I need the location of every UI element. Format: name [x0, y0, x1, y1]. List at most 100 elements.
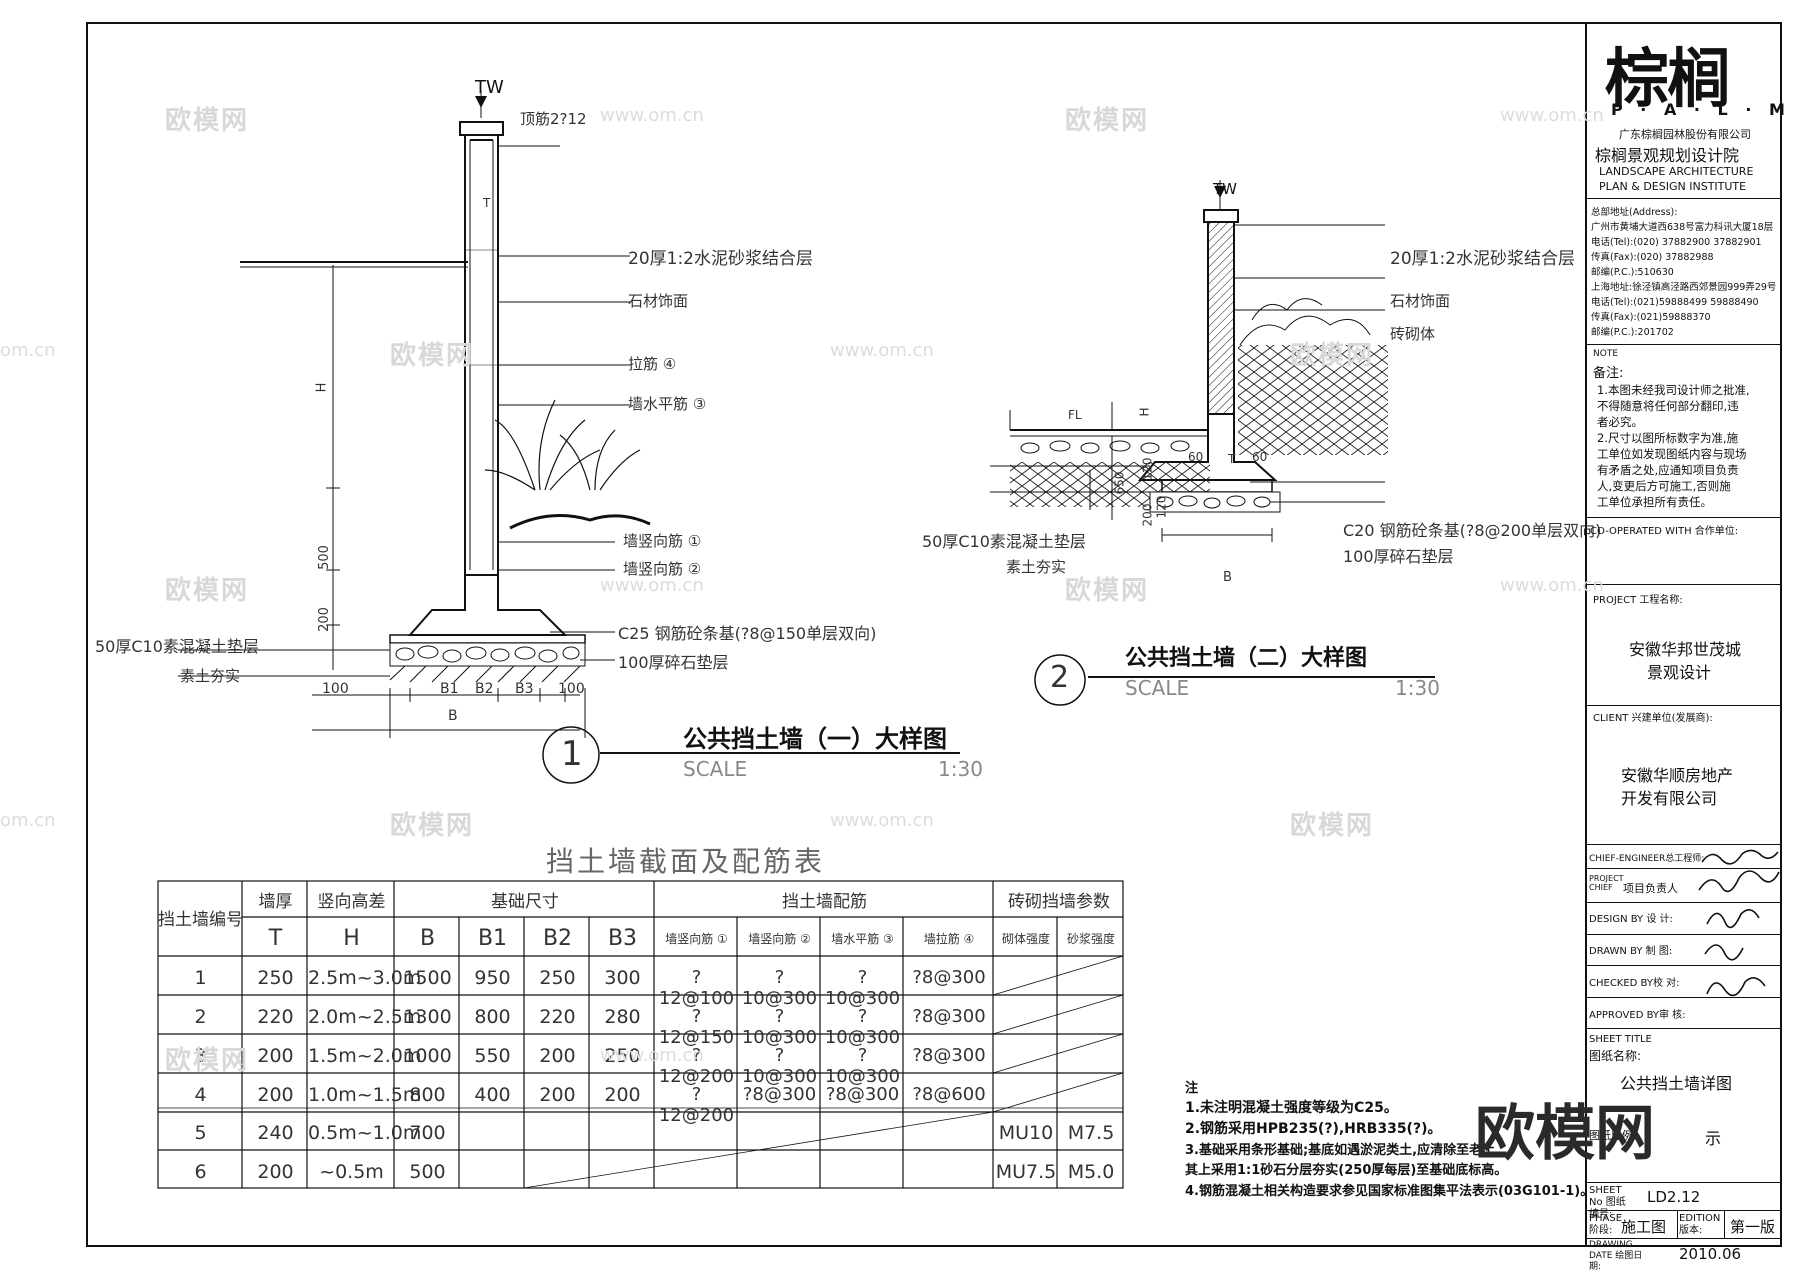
gravel-layer — [389, 642, 586, 667]
callout-gravel: 100厚碎石垫层 — [618, 653, 729, 672]
th-hbar: 墙水平筋 ③ — [831, 932, 894, 946]
dim-200: 200 — [316, 607, 332, 632]
detail-1-number: 1 — [561, 734, 583, 774]
th-b3: B3 — [607, 926, 638, 951]
title-block-note-line: 工单位如发现图纸内容与现场 — [1597, 447, 1747, 461]
callout2-gravel: 100厚碎石垫层 — [1343, 547, 1454, 566]
table-cell: MU10 — [998, 1122, 1054, 1144]
th-wall-id: 挡土墙编号 — [158, 910, 243, 930]
drawing-date: 2010.06 — [1679, 1245, 1742, 1263]
title-block-note-line: 人,变更后方可施工,否则施 — [1597, 479, 1731, 493]
table-cell: 280 — [604, 1006, 641, 1028]
table-cell: 550 — [474, 1045, 511, 1067]
wall-cap-2 — [1203, 209, 1239, 223]
address-line: 邮编(P.C.):201702 — [1591, 327, 1674, 338]
drawing-frame — [86, 22, 1782, 1247]
wall-cap — [459, 121, 504, 136]
brick-wall — [1207, 221, 1235, 415]
table-cell: 4 — [194, 1084, 207, 1106]
address-line: 邮编(P.C.):510630 — [1591, 267, 1674, 278]
label-c10-bed: 50厚C10素混凝土垫层 — [95, 637, 259, 656]
palm-logo: 棕榈 — [1605, 43, 1731, 117]
sheet-no: LD2.12 — [1647, 1188, 1701, 1206]
checked-by-label: CHECKED BY校 对: — [1589, 978, 1680, 989]
table-cell: 0.5m~1.0m — [308, 1122, 422, 1144]
table-cell: 2.0m~2.5m — [308, 1006, 422, 1028]
table-cell: 200 — [257, 1084, 294, 1106]
detail-1-bubble — [542, 726, 600, 784]
th-vbar-1: 墙竖向筋 ① — [665, 932, 728, 946]
callout-tie-bar: 拉筋 ④ — [628, 355, 677, 373]
table-cell: 220 — [257, 1006, 294, 1028]
design-by-label: DESIGN BY 设 计: — [1589, 914, 1673, 925]
note-4: 4.钢筋混凝土相关构造要求参见国家标准图集平法表示(03G101-1)。 — [1185, 1184, 1594, 1199]
address-line: 上海地址:徐泾镇高泾路西郊景园999弄29号 — [1591, 282, 1777, 293]
table-cell: 1500 — [403, 967, 452, 989]
table-cell: 950 — [474, 967, 511, 989]
dim2-60-left: 60 — [1188, 450, 1204, 464]
table-cell: 250 — [539, 967, 576, 989]
project-chief-en: PROJECT CHIEF — [1589, 874, 1624, 892]
table-cell: 200 — [257, 1045, 294, 1067]
th-b1: B1 — [477, 926, 508, 951]
table-cell: ?8@300 — [912, 967, 986, 988]
detail-2-tw-label: TW — [1213, 180, 1237, 198]
dim2-200: 200 — [1140, 503, 1155, 527]
phase-label: PHASE 阶段: — [1589, 1213, 1623, 1236]
institute-en-1: LANDSCAPE ARCHITECTURE — [1599, 165, 1754, 178]
detail-1-scale: 1:30 — [938, 757, 983, 781]
palm-logo-sub: P · A · L · M — [1611, 100, 1791, 119]
detail-1-tw-label: TW — [475, 77, 504, 98]
note-title: 备注: — [1593, 366, 1624, 381]
table-cell: 240 — [257, 1122, 294, 1144]
table-cell: 200 — [257, 1161, 294, 1183]
title-block-note-line: 2.尺寸以图所标数字为准,施 — [1597, 431, 1739, 445]
note-1: 1.未注明混凝土强度等级为C25。 — [1185, 1100, 1398, 1116]
signatures — [1698, 849, 1780, 997]
table-cell: 1300 — [403, 1006, 452, 1028]
th-b: B — [419, 926, 436, 951]
watermark-url: om.cn — [0, 340, 56, 361]
table-cell: ?10@300 — [824, 967, 901, 1009]
dim-500: 500 — [316, 545, 332, 570]
table-title: 挡土墙截面及配筋表 — [546, 845, 826, 878]
table-cell: 200 — [604, 1084, 641, 1106]
callout-vertical-bar-2: 墙竖向筋 ② — [623, 560, 702, 578]
dim2-120b: 120 — [1154, 495, 1169, 519]
watermark-url: om.cn — [0, 810, 56, 831]
table-cell: 2.5m~3.0m — [308, 967, 422, 989]
edition-label: EDITION 版本: — [1679, 1213, 1721, 1236]
note-3b: 其上采用1:1砂石分层夯实(250厚每层)至基础底标高。 — [1185, 1163, 1508, 1178]
footing-2 — [1137, 413, 1278, 481]
detail-2-scale: 1:30 — [1395, 676, 1440, 700]
gravel-layer-2 — [1149, 491, 1281, 513]
label2-compacted-soil: 素土夯实 — [1006, 558, 1067, 576]
callout2-footing: C20 钢筋砼条基(?8@200单层双向) — [1343, 521, 1602, 540]
table-cell: 1.5m~2.0m — [308, 1045, 422, 1067]
address-line: 电话(Tel):(020) 37882900 37882901 — [1591, 237, 1762, 248]
table-cell: 2 — [194, 1006, 207, 1028]
note-3: 3.基础采用条形基础;基底如遇淤泥类土,应清除至老土, — [1185, 1143, 1501, 1158]
title-block: 棕榈 P · A · L · M 广东棕榈园林股份有限公司 棕榈景观规划设计院 … — [1585, 22, 1785, 1272]
institute-en-2: PLAN & DESIGN INSTITUTE — [1599, 180, 1747, 193]
shrub-symbol — [1239, 298, 1371, 346]
title-block-note-line: 不得随意将任何部分翻印,违 — [1597, 399, 1739, 413]
client-name-1: 安徽华顺房地产 — [1621, 766, 1734, 785]
note-label: NOTE — [1593, 349, 1619, 359]
drawn-by-label: DRAWN BY 制 图: — [1589, 946, 1673, 957]
phase-value: 施工图 — [1621, 1218, 1667, 1236]
footing — [407, 574, 568, 636]
dim-b: B — [448, 708, 458, 724]
table-cell: 1000 — [403, 1045, 452, 1067]
sheet-title-en: SHEET TITLE — [1589, 1034, 1652, 1045]
address-line: 总部地址(Address): — [1591, 207, 1678, 218]
project-name-2: 景观设计 — [1647, 663, 1712, 682]
title-block-note-line: 者必究。 — [1597, 415, 1643, 429]
dim-b3: B3 — [515, 681, 534, 697]
table-cell: ?8@300 — [742, 1084, 817, 1105]
address-line: 传真(Fax):(020) 37882988 — [1591, 252, 1714, 263]
th-thickness: 墙厚 — [258, 892, 293, 912]
detail-2-number: 2 — [1050, 660, 1070, 695]
table-cell: ?12@200 — [658, 1084, 735, 1126]
table-cell: ?8@600 — [912, 1084, 986, 1105]
